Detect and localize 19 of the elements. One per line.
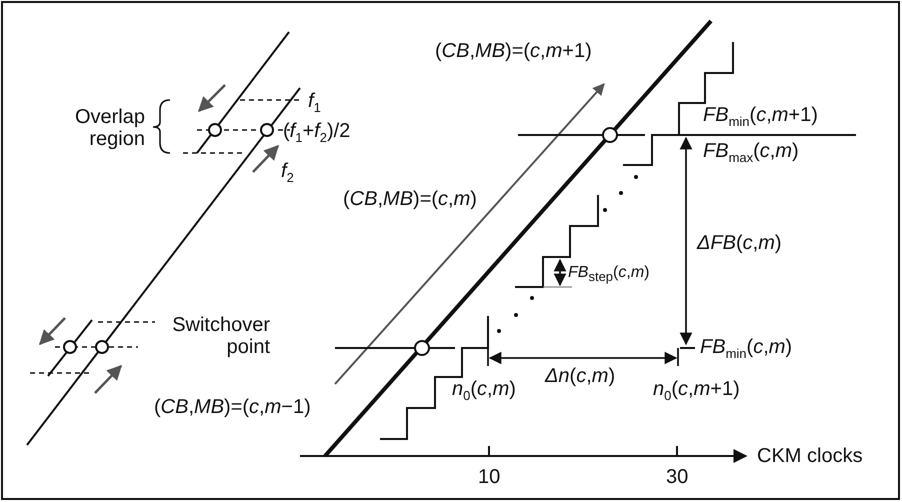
formula-label: n$_{0}$(c,m)	[452, 378, 516, 405]
formula-label: f$_{2}$	[281, 160, 294, 187]
tick-label: 10	[478, 466, 500, 488]
point-label: Switchover point	[171, 314, 270, 358]
formula-label: (CB,MB)=(c,m+1)	[435, 40, 592, 62]
formula-label: Δn(c,m)	[545, 365, 616, 387]
region-label: Overlap region	[74, 106, 145, 150]
formula-label: FB$_{step}$(c,m)	[568, 263, 650, 286]
formula-label: (CB,MB)=(c,m)	[343, 188, 477, 210]
formula-label: (CB,MB)=(c,m−1)	[154, 396, 311, 418]
formula-label: f$_{1}$	[308, 90, 321, 117]
formula-label: n$_{0}$(c,m+1)	[653, 378, 740, 405]
formula-label: FB$_{min}$(c,m+1)	[703, 104, 818, 131]
tick-label: 30	[666, 466, 688, 488]
formula-label: FB$_{max}$(c,m)	[703, 140, 799, 167]
formula-label: FB$_{min}$(c,m)	[700, 336, 792, 363]
formula-label: ΔFB(c,m)	[697, 232, 782, 254]
formula-label: (f$_{1}$+f$_{2}$)/2	[283, 120, 350, 147]
axis-label: CKM clocks	[757, 445, 863, 467]
